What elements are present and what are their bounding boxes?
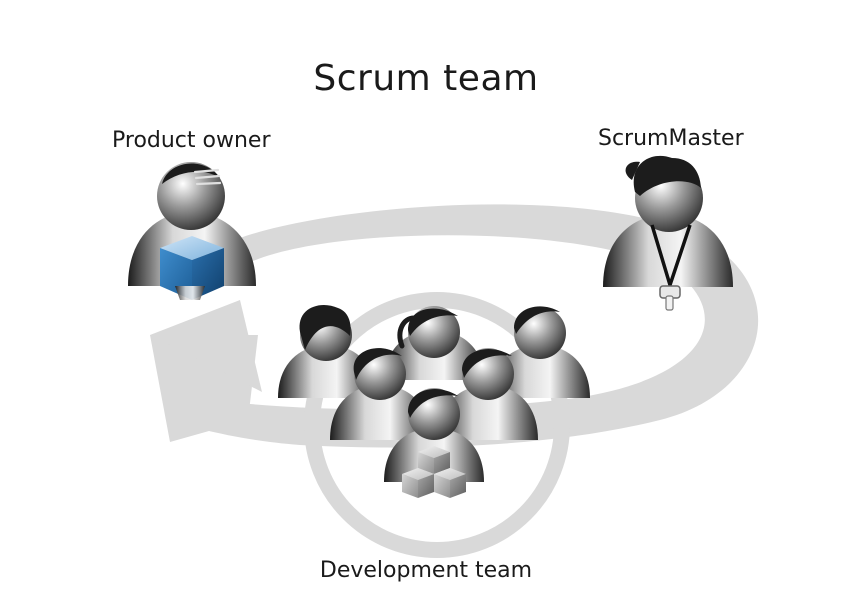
scrum-master-figure [603,155,733,311]
product-cube-icon [160,236,224,300]
product-owner-label: Product owner [112,128,271,153]
development-team-ring [304,292,570,558]
development-team-label: Development team [319,558,533,583]
product-increment-cubes-icon [402,446,466,498]
team-member [385,306,484,380]
development-team-group [278,305,590,498]
whistle-icon [659,285,681,311]
team-member [490,306,590,398]
team-member [438,348,538,440]
scrum-master-label: ScrumMaster [598,126,744,151]
team-member [330,348,430,440]
product-owner-figure [128,162,256,300]
team-member [278,305,376,398]
cycle-arrow-icon [150,204,759,448]
diagram-title: Scrum team [313,58,539,99]
